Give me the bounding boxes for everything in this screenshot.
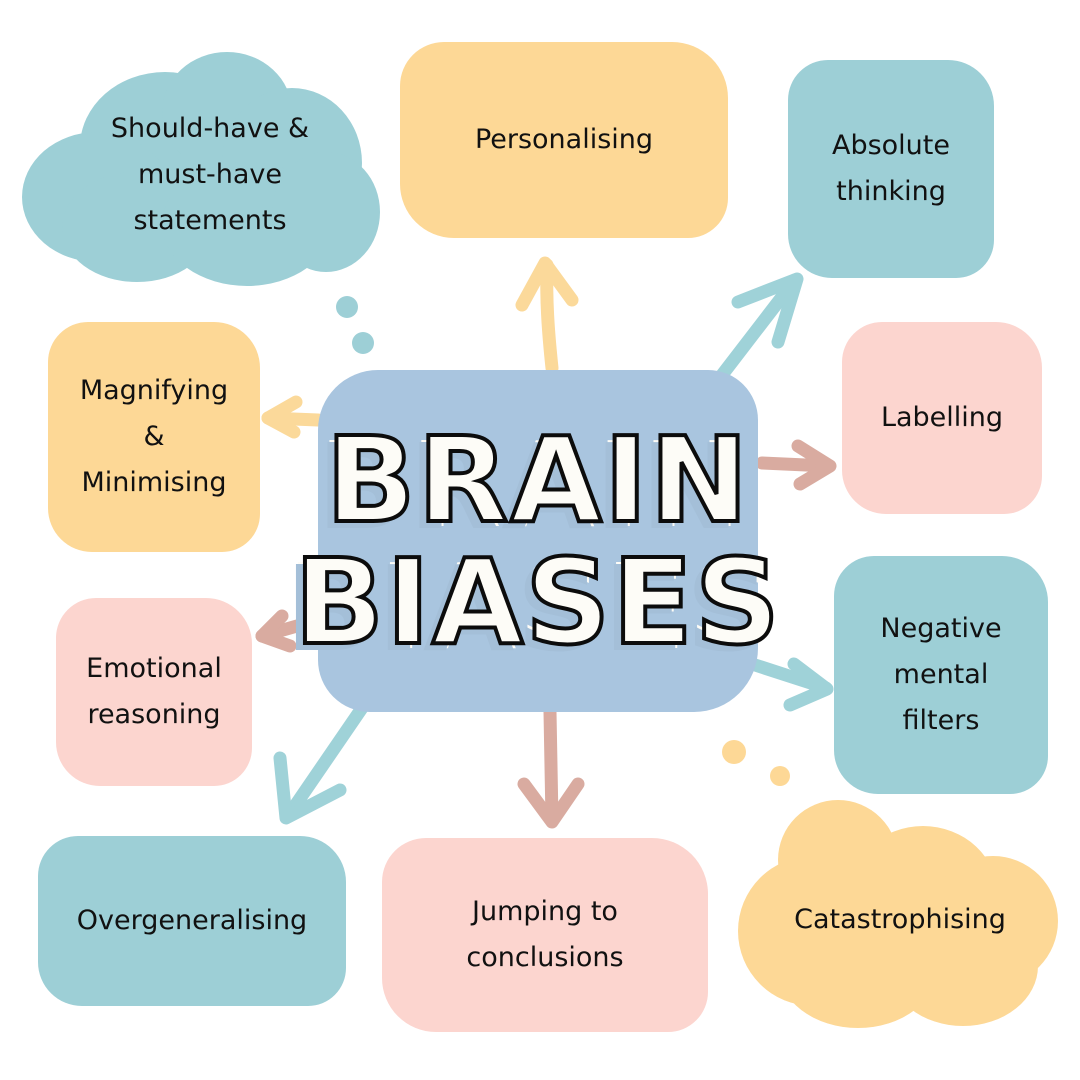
thought-dot: [722, 740, 746, 764]
thought-dot: [336, 296, 358, 318]
node-should-have: Should-have & must-have statements: [60, 100, 360, 250]
title-line-2: BIASES: [292, 533, 782, 671]
center-title-box: BRAIN BIASES: [292, 370, 782, 712]
arrow-to-personalising: [515, 256, 579, 375]
node-jumping-label: Jumping to conclusions: [466, 896, 624, 973]
node-emotional-reasoning-label: Emotional reasoning: [86, 653, 222, 730]
arrow-to-jumping: [517, 705, 585, 829]
arrow-to-magnifying: [261, 395, 325, 439]
node-catastrophising: Catastrophising: [770, 870, 1030, 970]
node-negative-filters: Negative mental filters: [834, 556, 1048, 794]
arrow-to-negative-filters: [745, 657, 834, 712]
node-absolute-thinking-label: Absolute thinking: [831, 130, 950, 207]
arrow-to-emotional-reasoning: [255, 609, 325, 653]
node-labelling: Labelling: [842, 322, 1042, 514]
node-personalising: Personalising: [400, 42, 728, 238]
node-catastrophising-label: Catastrophising: [794, 904, 1006, 935]
node-personalising-label: Personalising: [474, 124, 654, 155]
node-magnifying: Magnifying & Minimising: [48, 322, 260, 552]
cloud-catastrophising: [738, 796, 1060, 1032]
node-overgeneralising: Overgeneralising: [38, 836, 346, 1006]
node-labelling-label: Labelling: [880, 402, 1004, 433]
node-negative-filters-label: Negative mental filters: [880, 613, 1002, 736]
node-should-have-label: Should-have & must-have statements: [110, 113, 310, 236]
cloud-should-have: [22, 52, 382, 288]
arrow-to-overgeneralising: [273, 701, 369, 825]
node-jumping: Jumping to conclusions: [382, 838, 708, 1032]
arrow-to-absolute-thinking: [715, 272, 804, 382]
node-emotional-reasoning: Emotional reasoning: [56, 598, 252, 786]
arrow-to-labelling: [755, 439, 837, 491]
node-absolute-thinking: Absolute thinking: [788, 60, 994, 278]
thought-dot: [352, 332, 374, 354]
node-overgeneralising-label: Overgeneralising: [76, 905, 308, 936]
thought-dot: [770, 766, 790, 786]
title-line-1: BRAIN: [324, 411, 751, 549]
node-magnifying-label: Magnifying & Minimising: [79, 375, 229, 498]
